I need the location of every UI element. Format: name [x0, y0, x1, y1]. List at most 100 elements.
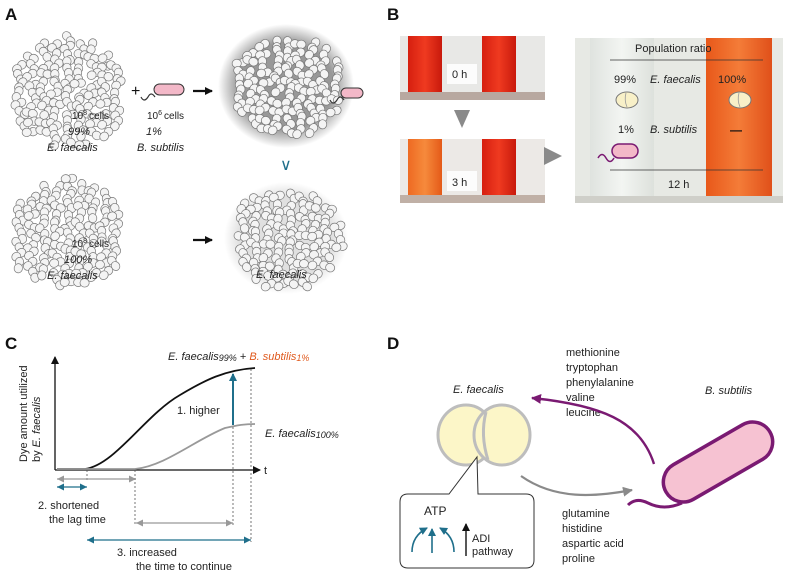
ef-cell [242, 55, 259, 67]
amino-acid-item: tryptophan [566, 362, 618, 374]
population-ratio-header: Population ratio [635, 43, 711, 55]
ef-cell [95, 97, 112, 109]
ef-cell [59, 277, 77, 287]
adi-label-line1: ADI [472, 533, 490, 545]
ef-cell [86, 126, 102, 141]
ef-cell [11, 217, 24, 233]
ef-cell [45, 87, 62, 99]
ef-cell [49, 257, 66, 268]
ef-cell [97, 236, 112, 251]
photo-12h [575, 38, 783, 203]
ef-cell [97, 116, 113, 130]
atp-arrow-left [411, 527, 428, 553]
bs-cell-icon-a [140, 83, 185, 101]
panel-label-c: C [5, 334, 17, 353]
bs-cell-icon-b [597, 143, 639, 163]
ef-cell [307, 256, 323, 271]
ef-cell [28, 266, 40, 283]
ef-cell [21, 107, 38, 119]
ef-cell [71, 268, 88, 278]
compare-symbol: ∨ [280, 157, 292, 174]
arrow-down-b [454, 110, 470, 128]
ef-cell [48, 98, 66, 109]
photo-3h [400, 139, 545, 203]
ef-cell [11, 248, 27, 262]
ef-cell [292, 258, 309, 269]
note-lag-line1: 2. shortened [38, 500, 99, 512]
ef-cell [281, 63, 294, 79]
ef-cell [99, 126, 114, 142]
ef-cell [96, 248, 111, 262]
ef-cell [304, 201, 321, 213]
ef-cell [308, 269, 323, 284]
ef-cell [99, 266, 114, 280]
plus-sign: + [131, 83, 140, 100]
ef-cell [258, 266, 273, 281]
ef-cell [23, 209, 40, 221]
ef-cell [37, 95, 51, 111]
adi-label-line2: pathway [472, 546, 513, 558]
bs-cell-in-cluster [329, 87, 364, 104]
ef-cluster-bottom-left [11, 173, 124, 291]
ef-cell [238, 217, 250, 234]
ef-cell [60, 134, 76, 148]
ef-cell [320, 247, 334, 262]
ef-species-b: E. faecalis [650, 74, 701, 86]
ef-cell-icon-left [615, 91, 639, 109]
ef-cell [254, 103, 271, 115]
ef-cell [305, 113, 321, 126]
ef-cell [36, 68, 53, 79]
bs-cell-d [626, 420, 775, 509]
curve-mixed [57, 367, 256, 470]
ef-cell [260, 278, 277, 292]
note-time-line1: 3. increased [117, 547, 177, 559]
amino-acid-item: valine [566, 392, 595, 404]
ef-cell [245, 202, 262, 214]
ef-cell [273, 258, 284, 275]
y-axis-label: Dye amount utilized by E. faecalis [18, 365, 43, 462]
ef-cell [331, 241, 348, 252]
ef-cell [268, 190, 285, 203]
ef-cell [297, 277, 312, 292]
ef-cell [24, 246, 39, 261]
ef-cell [259, 239, 276, 249]
ef-cell [49, 134, 61, 151]
ef-cell [15, 116, 29, 132]
ef-pct-right: 100% [718, 74, 746, 86]
ef-cell [74, 228, 89, 243]
ef-cell [304, 123, 319, 139]
ef-cell [87, 206, 98, 224]
ef-cell [107, 210, 124, 221]
percent-top-mid: 1% [146, 126, 162, 138]
bs-label-d: B. subtilis [705, 385, 753, 397]
ef-cell-d [436, 403, 532, 467]
ef-cell [73, 277, 90, 288]
ef-cell [319, 260, 336, 273]
bs-species-b: B. subtilis [650, 124, 698, 136]
time-3h: 3 h [452, 177, 467, 189]
amino-acid-item: glutamine [562, 508, 610, 520]
panel-label-b: B [387, 5, 399, 24]
species-bottom-right: E. faecalis [256, 269, 307, 281]
time-0h: 0 h [452, 69, 467, 81]
ef-cell [13, 257, 25, 274]
ef-cell [38, 46, 52, 62]
ef-cell [97, 50, 114, 63]
ef-cell [308, 191, 323, 206]
ef-cell [76, 125, 88, 142]
bs-pct-right: — [730, 123, 742, 137]
ef-cell [35, 125, 52, 137]
x-axis-label: t [264, 465, 267, 477]
ef-cell [111, 76, 126, 91]
ef-cell [325, 105, 342, 118]
atp-label: ATP [424, 504, 446, 518]
ef-cell [289, 39, 307, 49]
svg-text:Dye amount utilized: Dye amount utilized [18, 365, 30, 462]
ef-cell [283, 276, 299, 289]
